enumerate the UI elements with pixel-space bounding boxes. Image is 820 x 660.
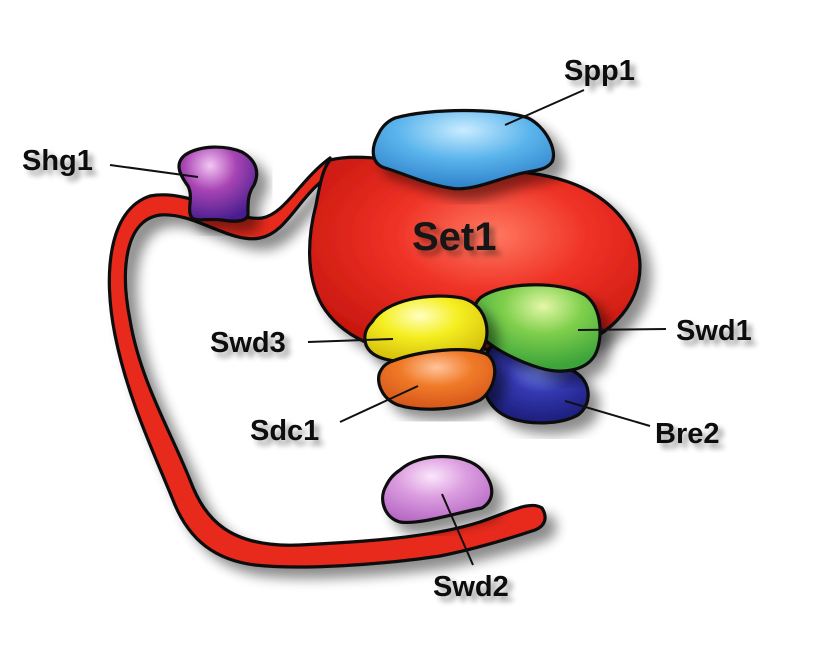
swd1-label: Swd1 [676, 315, 752, 347]
bre2-label: Bre2 [655, 418, 720, 450]
set1-label: Set1 [412, 215, 497, 259]
bre2-leader [564, 400, 651, 427]
shg1-label: Shg1 [22, 145, 93, 177]
swd2-shape [381, 454, 494, 525]
swd3-label: Swd3 [210, 327, 286, 359]
swd2-label: Swd2 [433, 571, 509, 603]
swd1-leader [577, 328, 667, 331]
set1-tail [107, 156, 547, 569]
swd2-leader [441, 493, 474, 566]
spp1-leader [504, 89, 585, 126]
sdc1-shape [376, 348, 497, 411]
shg1-leader [109, 164, 199, 178]
sdc1-label: Sdc1 [250, 415, 319, 447]
set1-tail-group [107, 156, 547, 569]
swd3-leader [307, 338, 394, 343]
spp1-shape [371, 108, 555, 191]
shg1-shape [177, 145, 259, 223]
sdc1-leader [339, 385, 419, 423]
spp1-label: Spp1 [564, 55, 635, 87]
